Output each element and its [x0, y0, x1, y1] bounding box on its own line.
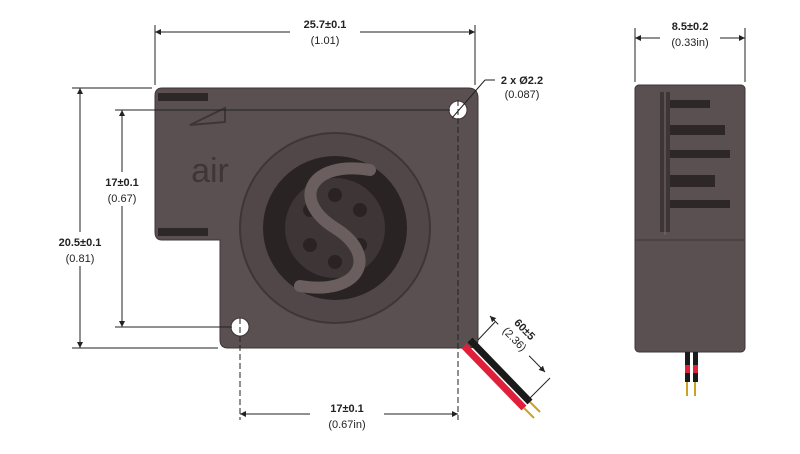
svg-text:25.7±0.1: 25.7±0.1 — [304, 19, 347, 31]
fan-side-view — [634, 84, 746, 396]
hole-callout: 2 x Ø2.2 (0.087) — [451, 75, 543, 119]
brand-logo: air — [191, 152, 229, 190]
svg-text:(0.81): (0.81) — [66, 253, 95, 265]
svg-text:(0.67in): (0.67in) — [328, 419, 365, 431]
svg-text:(0.33in): (0.33in) — [671, 37, 708, 49]
svg-text:(0.67): (0.67) — [108, 193, 137, 205]
vent-slot — [158, 228, 208, 236]
svg-text:17±0.1: 17±0.1 — [330, 403, 364, 415]
svg-text:(1.01): (1.01) — [311, 35, 340, 47]
dimension-depth: 8.5±0.2 (0.33in) — [634, 18, 746, 82]
svg-text:8.5±0.2: 8.5±0.2 — [672, 21, 709, 33]
vent-slot — [158, 93, 208, 101]
dimension-hole-spacing-horizontal: 17±0.1 (0.67in) — [239, 100, 459, 434]
impeller-blade — [294, 162, 376, 294]
dimension-width: 25.7±0.1 (1.01) — [154, 14, 476, 85]
svg-text:17±0.1: 17±0.1 — [105, 177, 139, 189]
svg-text:2 x Ø2.2: 2 x Ø2.2 — [501, 75, 543, 87]
dimension-height: 20.5±0.1 (0.81) — [48, 87, 218, 349]
airflow-arrow-icon — [189, 106, 226, 126]
fan-front-view: air — [154, 87, 541, 419]
dimension-hole-spacing-vertical: 17±0.1 (0.67) — [98, 109, 450, 328]
svg-text:20.5±0.1: 20.5±0.1 — [59, 237, 102, 249]
svg-text:(0.087): (0.087) — [505, 89, 540, 101]
